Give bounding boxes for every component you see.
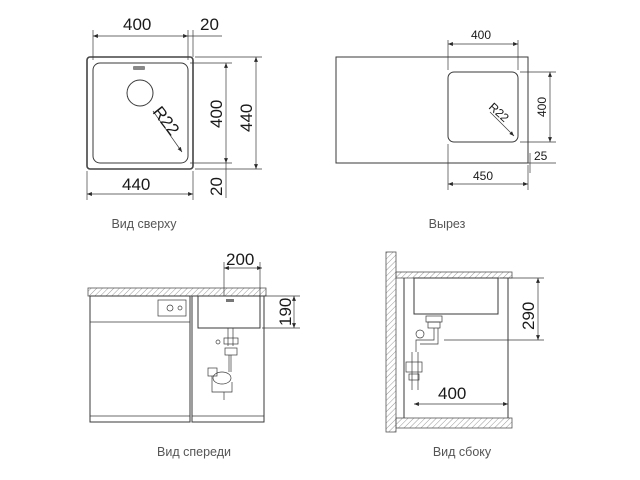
countertop-outline (335, 56, 529, 164)
side-worktop (395, 271, 513, 279)
dim-bottom-rim-label: 20 (207, 177, 226, 196)
front-overflow (226, 299, 234, 302)
top-view-caption: Вид сверху (111, 217, 177, 231)
dim-bottom-width-label: 440 (122, 175, 150, 194)
cutout-height-label: 400 (535, 97, 549, 117)
side-depth-label: 290 (519, 302, 538, 330)
left-cabinet (89, 295, 191, 423)
cutout-offset-label: 25 (534, 149, 548, 163)
front-bowl-depth-label: 190 (276, 298, 295, 326)
sink-bowl-outline (92, 62, 189, 164)
cutout-width-label: 400 (471, 28, 491, 42)
radius-label: R22 (149, 103, 183, 139)
side-view: 290 400 Вид сбоку (385, 251, 544, 459)
dim-top-width-label: 400 (123, 15, 151, 34)
front-sink-bowl (197, 295, 261, 329)
cutout-depth-label: 450 (473, 169, 493, 183)
side-distance-label: 400 (438, 384, 466, 403)
sink-outer-outline (86, 56, 194, 170)
control-panel (157, 299, 187, 317)
worktop (87, 287, 267, 297)
siphon-trap (212, 371, 232, 385)
wall (385, 251, 397, 433)
control-knob-icon (177, 305, 183, 311)
right-cabinet (191, 295, 265, 423)
dim-right-outer-height-label: 440 (237, 104, 256, 132)
cutout-caption: Вырез (429, 217, 466, 231)
side-view-caption: Вид сбоку (433, 445, 492, 459)
floor (395, 417, 513, 429)
side-siphon (405, 361, 423, 373)
overflow-slot (133, 66, 145, 70)
drain-hole (126, 79, 154, 107)
front-view-caption: Вид спереди (157, 445, 231, 459)
dim-right-height-label: 400 (207, 100, 226, 128)
control-knob-icon (166, 304, 174, 312)
top-view: R22 400 20 400 440 20 440 Вид сверху (86, 15, 262, 231)
cutout-view: R22 400 400 25 450 Вырез (335, 28, 556, 231)
cutout-radius-label: R22 (486, 100, 512, 125)
cutout-outline (447, 71, 519, 143)
front-view: 200 190 Вид спереди (87, 250, 300, 459)
dim-top-rim-label: 20 (200, 15, 219, 34)
front-bowl-width-label: 200 (226, 250, 254, 269)
side-sink-bowl (413, 277, 499, 315)
